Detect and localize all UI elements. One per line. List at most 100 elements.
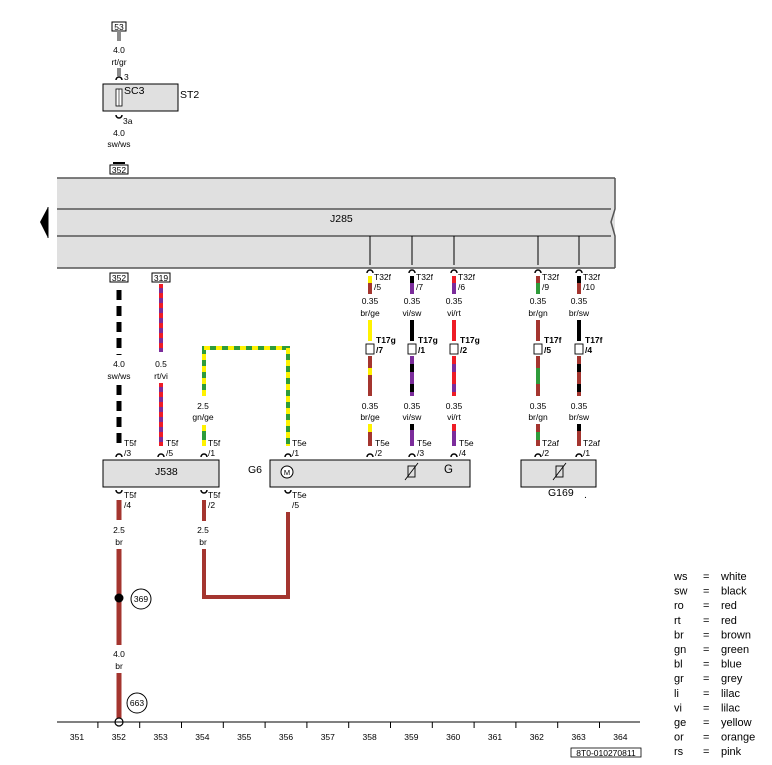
wire-352c-color: br [115,661,123,671]
wire-352b-color: br [115,537,123,547]
wire-363a-color: br/sw [569,308,590,318]
wire-360a-color: vi/rt [447,308,461,318]
connector-t5f-352[interactable]: T5f /3 [115,438,137,458]
wire-360b-color: vi/rt [447,412,461,422]
svg-text:/10: /10 [583,282,595,292]
connector-t2af-362[interactable]: T2af /2 [534,438,560,458]
svg-text:T32f: T32f [583,272,601,282]
svg-text:/7: /7 [416,282,423,292]
component-j538-label: J538 [155,466,178,478]
connector-t5e-358[interactable]: T5e /2 [366,438,390,458]
pin-arc-3a [115,114,123,119]
ref-box-319[interactable] [151,272,171,283]
scale-label: 356 [279,732,293,742]
connection-663-label: 663 [130,698,144,708]
wire-352-top-gauge: 4.0 [113,128,125,138]
svg-text:/4: /4 [585,345,592,355]
connector-t2af-363[interactable]: T2af /1 [575,438,601,458]
legend-name: red [721,615,737,627]
legend-name: blue [721,659,742,671]
connector-t5e-360[interactable]: T5e /4 [450,438,474,458]
svg-text:T17f: T17f [585,335,603,345]
legend-name: lilac [721,688,740,700]
fuse-panel-box[interactable] [102,83,179,112]
component-j538[interactable] [102,459,220,488]
module-j285: J285 [40,177,616,269]
fuse-label-sc3: SC3 [124,85,145,97]
svg-text:/2: /2 [542,448,549,458]
legend-code: rs [674,746,684,758]
legend-code: ge [674,717,686,729]
svg-text:T17g: T17g [376,335,396,345]
scale-label: 351 [70,732,84,742]
module-j285-label: J285 [330,213,353,225]
legend-equals: = [703,586,709,598]
legend-equals: = [703,746,709,758]
svg-text:/1: /1 [583,448,590,458]
connector-t17f-363[interactable]: T17f /4 [574,335,603,355]
wire-354b-color: br [199,537,207,547]
svg-text:/6: /6 [458,282,465,292]
wire-363b-color: br/sw [569,412,590,422]
svg-text:T32f: T32f [542,272,560,282]
connector-t32f-359[interactable]: T32f /7 [408,269,434,292]
module-j285-body[interactable] [57,178,615,268]
legend-name: brown [721,629,751,641]
wire-360b-gauge: 0.35 [446,401,463,411]
connection-663[interactable] [126,692,148,714]
svg-text:T5e: T5e [417,438,432,448]
wire-352-top-color: sw/ws [107,139,130,149]
ref-box-352-top[interactable] [109,164,129,175]
wire-353-color: rt/vi [154,371,168,381]
ref-53-text: 53 [114,22,124,32]
connector-t5e-356b[interactable]: T5e /5 [284,489,307,510]
svg-text:/4: /4 [124,500,131,510]
component-g6-g[interactable] [269,459,471,488]
connection-369[interactable] [130,588,152,610]
legend-equals: = [703,571,709,583]
connector-t17g-358[interactable]: T17g /7 [365,335,396,355]
connector-t32f-358[interactable]: T32f /5 [366,269,392,292]
connector-t5f-352b[interactable]: T5f /4 [115,489,137,510]
scale-label: 361 [488,732,502,742]
svg-text:T5f: T5f [166,438,179,448]
connector-t17g-360[interactable]: T17g /2 [449,335,480,355]
connector-t5f-353[interactable]: T5f /5 [157,438,179,458]
connector-t5f-354b[interactable]: T5f /2 [200,489,221,510]
scale-label: 357 [321,732,335,742]
wire-363b-gauge: 0.35 [571,401,588,411]
legend-name: white [720,571,747,583]
connector-t32f-360[interactable]: T32f /6 [450,269,476,292]
svg-text:/4: /4 [459,448,466,458]
connector-t5e-356[interactable]: T5e /1 [284,438,307,458]
scale-label: 352 [112,732,126,742]
wire-358a-gauge: 0.35 [362,296,379,306]
connector-t5e-359[interactable]: T5e /3 [408,438,432,458]
component-g6-label: G6 [248,464,262,476]
svg-text:/1: /1 [292,448,299,458]
connector-t17g-359[interactable]: T17g /1 [407,335,438,355]
wire-53-gauge: 4.0 [113,45,125,55]
legend-equals: = [703,629,709,641]
connector-t32f-363[interactable]: T32f /10 [575,269,601,292]
motor-icon-label: M [284,468,290,477]
component-g-label: G [444,464,453,476]
legend-code: rt [674,615,681,627]
connector-t32f-362[interactable]: T32f /9 [534,269,560,292]
legend-code: li [674,688,679,700]
scale-label: 359 [404,732,418,742]
ref-box-352[interactable] [109,272,129,283]
connector-t17f-362[interactable]: T17f /5 [533,335,562,355]
svg-text:T5e: T5e [292,438,307,448]
svg-text:T5f: T5f [124,438,137,448]
connector-t5f-354[interactable]: T5f /1 [200,438,221,458]
svg-text:/5: /5 [292,500,299,510]
pin-3-label: 3 [124,72,129,82]
svg-text:/1: /1 [418,345,425,355]
legend-code: or [674,732,684,744]
svg-text:T17g: T17g [418,335,438,345]
svg-text:/3: /3 [417,448,424,458]
color-legend: ws=whitesw=blackro=redrt=redbr=browngn=g… [673,571,755,758]
wire-359a-color: vi/sw [403,308,423,318]
